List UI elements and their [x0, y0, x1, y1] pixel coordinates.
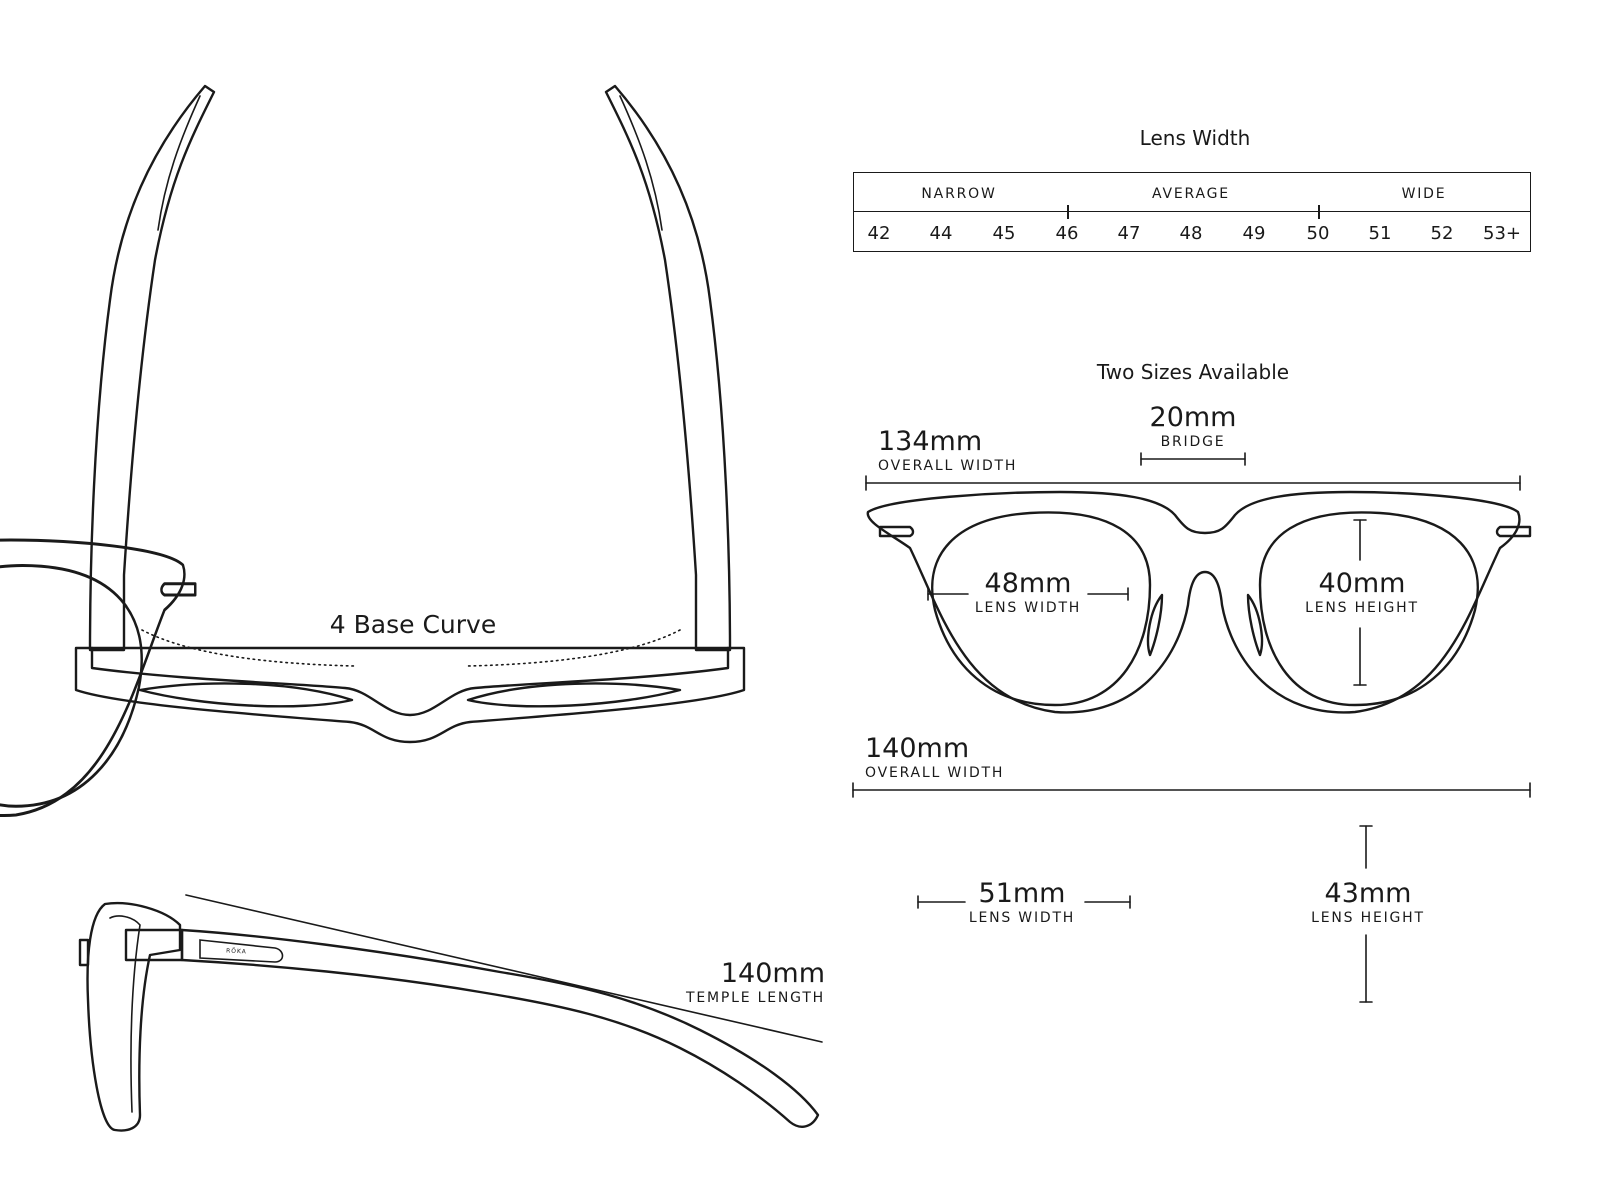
size-cell: 52: [1430, 223, 1454, 244]
front-view-size-large: [0, 538, 1531, 1003]
large-lens-height-label: LENS HEIGHT: [1311, 910, 1425, 926]
bridge-label: BRIDGE: [1160, 434, 1226, 450]
size-cell: 42: [867, 223, 891, 244]
category-divider: [1067, 205, 1069, 219]
large-overall-width-value: 140mm: [865, 733, 970, 764]
small-overall-width-value: 134mm: [878, 426, 983, 457]
small-overall-width-label: OVERALL WIDTH: [878, 458, 1018, 474]
temple-length-value: 140mm: [720, 958, 825, 989]
size-cell: 51: [1368, 223, 1392, 244]
side-view-frame: [78, 894, 823, 1132]
size-cell: 46: [1055, 223, 1079, 244]
front-view-size-small: [865, 452, 1532, 714]
category-divider: [1318, 205, 1320, 219]
category-wide: WIDE: [1401, 186, 1447, 202]
large-lens-width-label: LENS WIDTH: [968, 910, 1076, 926]
base-curve-label: 4 Base Curve: [329, 610, 497, 639]
small-lens-width-value: 48mm: [984, 568, 1072, 599]
top-view-frame: [74, 84, 746, 744]
sizes-title: Two Sizes Available: [1096, 360, 1290, 384]
category-narrow: NARROW: [921, 186, 997, 202]
size-cell: 50: [1306, 223, 1330, 244]
large-lens-width-value: 51mm: [978, 878, 1066, 909]
bridge-value: 20mm: [1149, 402, 1237, 433]
small-lens-height-label: LENS HEIGHT: [1305, 600, 1419, 616]
size-cell: 48: [1179, 223, 1203, 244]
size-cell: 49: [1242, 223, 1266, 244]
size-cell: 45: [992, 223, 1016, 244]
large-overall-width-label: OVERALL WIDTH: [865, 765, 1005, 781]
brand-logo: RÖKA: [225, 947, 248, 956]
lens-width-category-row: NARROW AVERAGE WIDE: [854, 173, 1530, 219]
category-average: AVERAGE: [1152, 186, 1230, 202]
lens-width-table: NARROW AVERAGE WIDE 42 44 45 46 47 48 49…: [853, 172, 1531, 252]
small-lens-height-value: 40mm: [1318, 568, 1406, 599]
temple-length-label: TEMPLE LENGTH: [686, 990, 825, 1006]
size-cell: 47: [1117, 223, 1141, 244]
lens-width-title: Lens Width: [1139, 126, 1251, 150]
small-lens-width-label: LENS WIDTH: [974, 600, 1082, 616]
size-cell: 53+: [1483, 223, 1521, 244]
large-lens-height-value: 43mm: [1324, 878, 1412, 909]
size-cell: 44: [929, 223, 953, 244]
